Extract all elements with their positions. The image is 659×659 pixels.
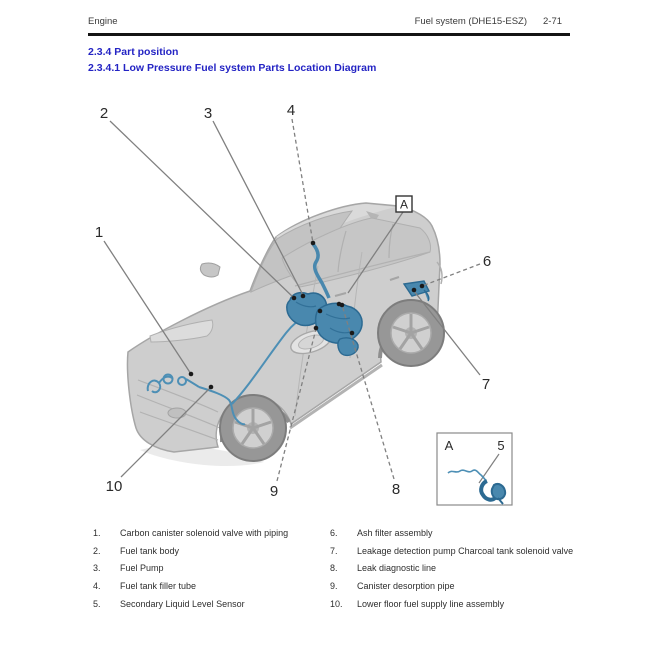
leader-9 [276, 328, 317, 482]
subsection-heading: 2.3.4.1 Low Pressure Fuel system Parts L… [88, 62, 377, 74]
legend-label: Lower floor fuel supply line assembly [357, 599, 505, 610]
legend-right-column: 6. Ash filter assembly 7. Leakage detect… [330, 524, 580, 613]
leader-8 [341, 304, 395, 480]
legend-item-8: 8. Leak diagnostic line [330, 560, 580, 578]
rear-wheel [377, 299, 445, 367]
legend-label: Canister desorption pipe [357, 581, 455, 592]
callout-1: 1 [95, 224, 103, 241]
section-heading: 2.3.4 Part position [88, 46, 179, 58]
legend-label: Leak diagnostic line [357, 563, 437, 574]
door-handles [334, 276, 400, 297]
legend-label: Fuel Pump [120, 563, 164, 574]
inset-sensor-body [490, 482, 507, 505]
detail-inset: A 5 [436, 432, 513, 506]
legend-item-2: 2. Fuel tank body [93, 542, 323, 560]
legend-item-3: 3. Fuel Pump [93, 560, 323, 578]
headlight [149, 319, 214, 343]
header-chapter-title: Fuel system (DHE15-ESZ) [414, 16, 527, 27]
tank-detail-lines [295, 301, 351, 334]
leader-endpoints [188, 240, 425, 390]
header-rule [88, 33, 570, 36]
callout-4: 4 [287, 102, 295, 119]
legend-item-10: 10. Lower floor fuel supply line assembl… [330, 595, 580, 613]
callout-2: 2 [100, 105, 108, 122]
filler-tube [311, 242, 331, 299]
legend-label: Fuel tank filler tube [120, 581, 197, 592]
callout-3: 3 [204, 105, 212, 122]
legend-label: Leakage detection pump Charcoal tank sol… [357, 545, 574, 556]
legend-num: 8. [330, 563, 338, 574]
leader-lines [103, 118, 481, 482]
callout-8: 8 [392, 481, 400, 498]
callout-7: 7 [482, 376, 490, 393]
tail-lamp [436, 261, 443, 285]
legend-left-column: 1. Carbon canister solenoid valve with p… [93, 524, 323, 613]
legend-item-9: 9. Canister desorption pipe [330, 577, 580, 595]
legend-item-1: 1. Carbon canister solenoid valve with p… [93, 524, 323, 542]
b-pillar [337, 230, 347, 273]
callout-9: 9 [270, 483, 278, 500]
leader-2 [109, 120, 295, 299]
inset-callout-5: 5 [497, 438, 504, 453]
beltline [294, 251, 431, 287]
legend-label: Carbon canister solenoid valve with pipi… [120, 527, 289, 538]
header-page-number: 2-71 [543, 16, 563, 27]
inset-label-a: A [445, 438, 454, 453]
legend-num: 4. [93, 581, 101, 592]
detail-marker-a-label: A [400, 198, 408, 212]
callout-6: 6 [483, 253, 491, 270]
front-wheel [219, 394, 287, 462]
carbon-canister-piping [146, 373, 200, 394]
leader-1 [103, 240, 192, 375]
header-section-title: Engine [88, 16, 118, 27]
legend-item-6: 6. Ash filter assembly [330, 524, 580, 542]
leader-10 [120, 386, 212, 478]
legend-item-5: 5. Secondary Liquid Level Sensor [93, 595, 323, 613]
side-mirror [199, 262, 221, 278]
front-emblem [167, 407, 187, 419]
legend-num: 9. [330, 581, 338, 592]
leader-3 [212, 120, 304, 296]
legend-num: 2. [93, 545, 101, 556]
rocker-line [289, 363, 383, 430]
legend-num: 5. [93, 599, 101, 610]
fuel-tank-rear [314, 302, 363, 344]
legend-item-4: 4. Fuel tank filler tube [93, 577, 323, 595]
legend-label: Secondary Liquid Level Sensor [120, 599, 245, 610]
detail-marker-a: A [395, 195, 413, 213]
inset-leader-5 [478, 453, 500, 484]
legend-label: Fuel tank body [120, 545, 180, 556]
legend-num: 3. [93, 563, 101, 574]
inset-sensor-line [447, 469, 487, 482]
leak-detection-pump [337, 337, 359, 357]
callout-10: 10 [106, 478, 123, 495]
legend-label: Ash filter assembly [357, 527, 433, 538]
inset-sensor-hook [479, 479, 497, 502]
legend-num: 6. [330, 527, 338, 538]
leader-6 [421, 263, 481, 287]
legend-num: 7. [330, 545, 338, 556]
legend-num: 1. [93, 527, 101, 538]
legend-item-7: 7. Leakage detection pump Charcoal tank … [330, 542, 580, 560]
leader-detail-a [347, 211, 404, 294]
legend-num: 10. [330, 599, 343, 610]
leader-7 [413, 290, 481, 376]
